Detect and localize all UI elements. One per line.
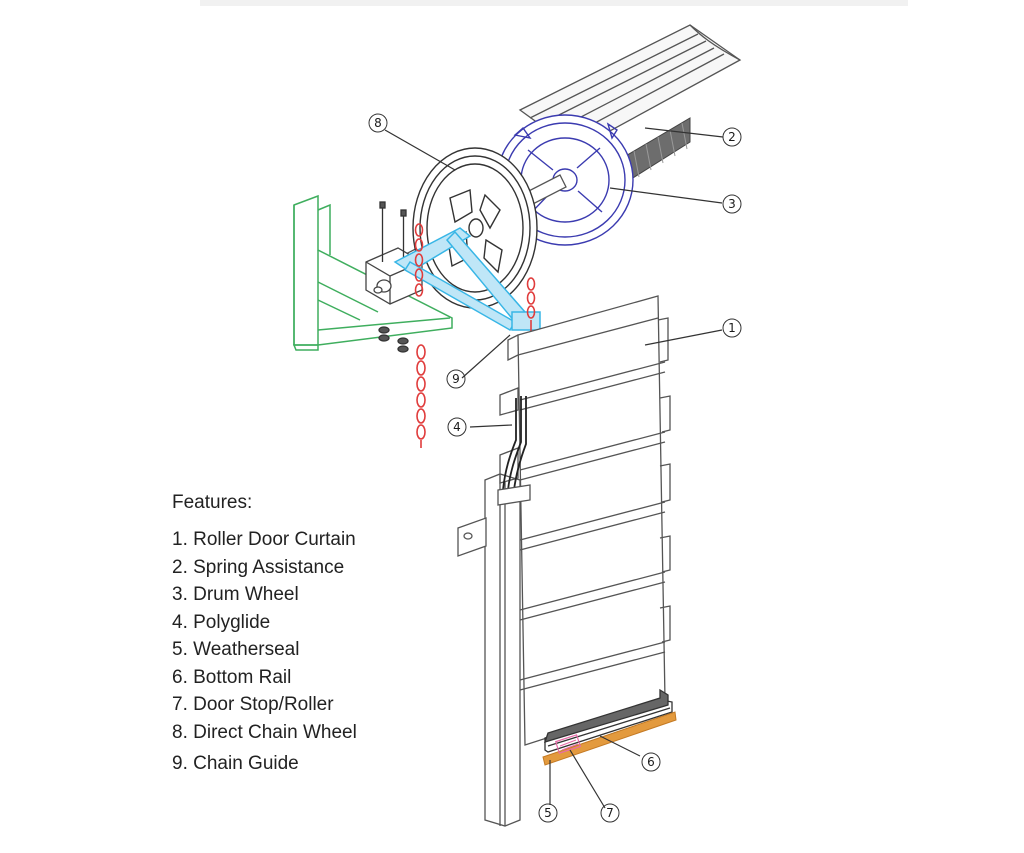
feature-item-5: 5. Weatherseal [172, 639, 300, 660]
feature-item-3: 3. Drum Wheel [172, 584, 299, 605]
features-title: Features: [172, 492, 253, 513]
callout-5: 5 [544, 806, 552, 820]
feature-item-6: 6. Bottom Rail [172, 666, 292, 688]
callout-2: 2 [728, 130, 736, 144]
callout-6: 6 [647, 755, 655, 769]
leader-lines [384, 127, 724, 809]
hand-chain [414, 223, 536, 448]
direct-chain-wheel [412, 147, 538, 309]
mounting-bracket [292, 194, 453, 351]
guide-rail [457, 473, 521, 827]
feature-item-2: 2. Spring Assistance [172, 556, 345, 578]
callout-1: 1 [728, 321, 736, 335]
feature-item-9: 9. Chain Guide [172, 753, 299, 774]
feature-item-1: 1. Roller Door Curtain [172, 529, 356, 550]
feature-item-4: 4. Polyglide [172, 611, 271, 633]
weatherseal [542, 711, 677, 766]
callout-9: 9 [452, 372, 460, 386]
bolts [378, 201, 409, 353]
callout-7: 7 [606, 806, 614, 820]
feature-item-8: 8. Direct Chain Wheel [172, 721, 357, 743]
callout-labels: 1 2 3 4 5 6 7 8 9 [368, 113, 742, 823]
callout-3: 3 [728, 197, 736, 211]
polyglide [497, 396, 531, 506]
top-edge-strip [200, 0, 908, 6]
chain-guide [393, 227, 541, 332]
callout-8: 8 [374, 116, 382, 130]
door-stop-roller [554, 734, 582, 754]
features-list: Features: 1. Roller Door Curtain 2. Spri… [172, 492, 452, 778]
roller-door-curtain [499, 295, 671, 746]
bottom-rail [543, 688, 673, 753]
feature-item-7: 7. Door Stop/Roller [172, 694, 334, 715]
callout-4: 4 [453, 420, 461, 434]
